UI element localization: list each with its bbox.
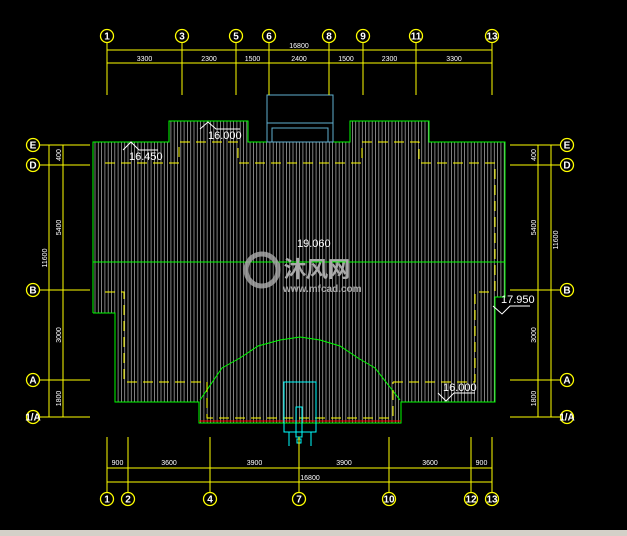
axis-bubble [559,137,575,153]
dimension-label: 3900 [336,460,352,467]
dimension-label: 400 [531,149,538,161]
axis-label: 13 [486,495,498,506]
elevation-label: 16.450 [129,151,163,163]
dimension-label: 5400 [531,220,538,236]
axis-label: 8 [326,32,332,43]
axis-label: E [564,141,571,152]
porch-arc [199,336,401,401]
dimension-label: 3000 [531,327,538,343]
axis-label: A [563,376,570,387]
axis-bubble [321,28,337,44]
dimension-label: 2300 [382,56,398,63]
axis-bubble [202,491,218,507]
elevation-label: 16.000 [208,130,242,142]
axis-bubble [559,409,575,425]
axis-label: 2 [125,495,131,506]
watermark-name: 沐风网 [284,257,350,282]
axis-label: 1 [104,495,110,506]
elevation-label: 17.950 [501,294,535,306]
axis-bubble [381,491,397,507]
axis-label: 3 [179,32,185,43]
axis-label: 7 [296,495,302,506]
axis-bubble [25,409,41,425]
axis-bubble [355,28,371,44]
dimension-label: 400 [56,149,63,161]
dimension-label: 1800 [531,391,538,407]
dimension-label: 900 [476,460,488,467]
axis-label: 13 [486,32,498,43]
wall-lines [105,141,496,419]
axis-bubble [25,157,41,173]
axis-bubble [463,491,479,507]
dimension-label: 900 [112,460,124,467]
watermark-url: www.mfcad.com [282,284,362,295]
dimension-label: 2300 [201,56,217,63]
axis-bubble [25,137,41,153]
axis-bubble [228,28,244,44]
axis-bubble [408,28,424,44]
axis-label: 4 [207,495,213,506]
axis-bubble [174,28,190,44]
axis-label: A [29,376,36,387]
dimension-label: 3000 [56,327,63,343]
axis-label: 12 [465,495,477,506]
tower-top [266,94,334,143]
dimension-label: 1500 [338,56,354,63]
axis-bubble [99,28,115,44]
axis-label: 10 [383,495,395,506]
axis-label: B [563,286,570,297]
dimension-label: 3600 [422,460,438,467]
dimension-label: 11600 [42,248,49,267]
dimension-label: 3900 [247,460,263,467]
axis-label: 1/A [25,413,41,424]
dimension-label: 2400 [291,56,307,63]
roof-outline [92,120,506,424]
axis-bubble [484,28,500,44]
axis-bubble [484,491,500,507]
elevation-marks [122,121,530,402]
dimension-label: 3300 [137,56,153,63]
dimension-label: 16800 [289,43,309,50]
axis-label: 11 [411,32,422,43]
dimension-label: 3600 [161,460,177,467]
axis-label: B [29,286,36,297]
dimension-label: 3300 [446,56,462,63]
axis-bubble [25,282,41,298]
elevation-label: 19.060 [297,238,331,250]
axis-bubble [559,157,575,173]
axis-label: 1/A [559,413,575,424]
axis-label: D [29,161,36,172]
status-bar [0,530,627,536]
roof-hatching [94,121,505,423]
axis-bubble [25,372,41,388]
dimension-label: 1500 [245,56,261,63]
axis-bubble [261,28,277,44]
axis-bubble [559,372,575,388]
dimension-label: 11600 [553,230,560,249]
axis-label: 5 [233,32,239,43]
tower-entrance [283,381,317,446]
axis-label: E [30,141,37,152]
dimension-label: 16800 [300,475,320,482]
axis-label: 1 [104,32,110,43]
axis-label: D [563,161,570,172]
watermark: 沐风网 www.mfcad.com [243,251,362,295]
axis-bubble [559,282,575,298]
axis-bubble [120,491,136,507]
axis-bubble [99,491,115,507]
axis-label: 9 [360,32,366,43]
axis-label: 6 [266,32,272,43]
elevation-label: 16.000 [443,382,477,394]
dimension-label: 5400 [56,220,63,236]
watermark-logo-icon [243,251,281,289]
dimension-label: 1800 [56,391,63,407]
axis-bubble [291,491,307,507]
